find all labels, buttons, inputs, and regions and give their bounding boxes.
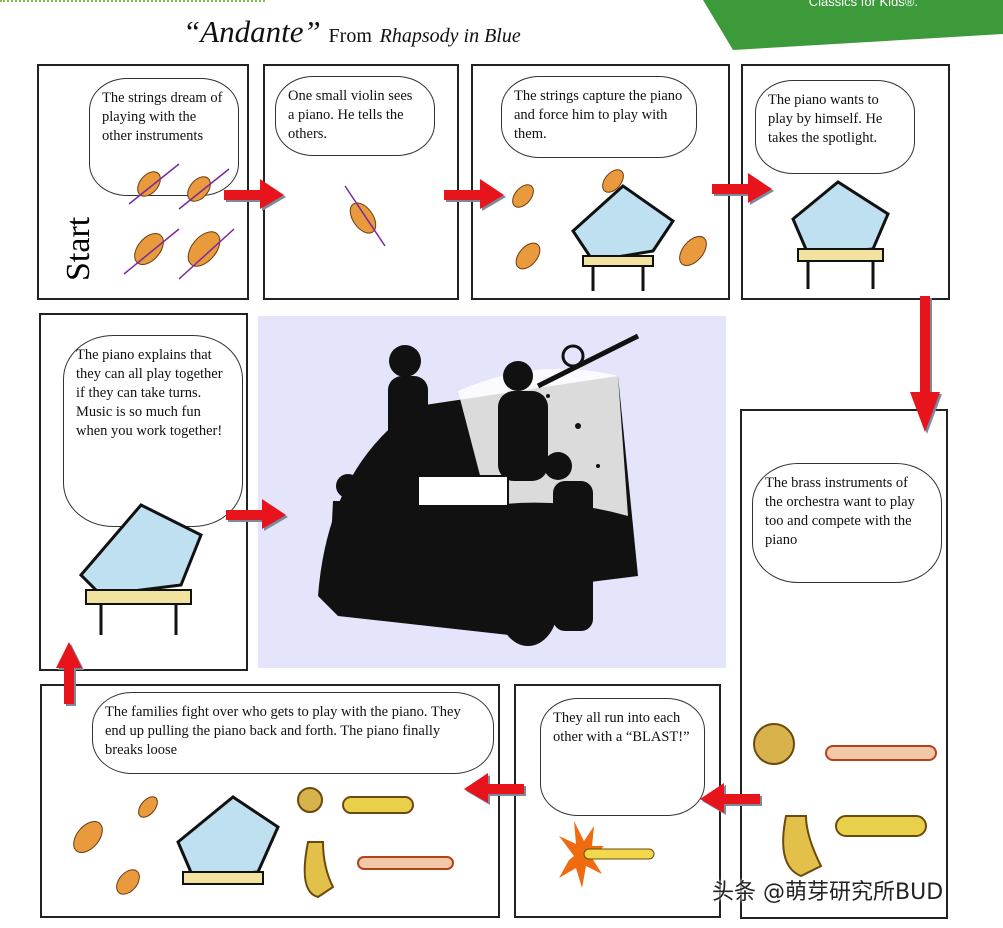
top-dotted-line (0, 0, 265, 5)
title-work: Rhapsody in Blue (379, 25, 521, 47)
blast-trumpet-icon (559, 821, 655, 888)
speech-bubble-3: The strings capture the piano and force … (501, 76, 697, 158)
arrow-right-4 (226, 499, 288, 531)
panel-1: Start The strings dream of playing with … (37, 64, 249, 300)
speech-bubble-4: The piano wants to play by himself. He t… (755, 80, 915, 174)
speech-bubble-1: The strings dream of playing with the ot… (89, 78, 239, 196)
speech-bubble-6: The brass instruments of the orchestra w… (752, 463, 942, 583)
page-title: “Andante” From Rhapsody in Blue (183, 14, 521, 50)
arrow-right-2 (444, 179, 506, 211)
panel-3-text: The strings capture the piano and force … (514, 88, 683, 142)
arrow-left-2 (464, 773, 526, 805)
small-violin-icon (344, 185, 386, 247)
panel-2-text: One small violin sees a piano. He tells … (288, 88, 413, 142)
arrow-right-3 (712, 173, 774, 205)
panel-5-text: The piano explains that they can all pla… (76, 347, 223, 439)
arrow-left-1 (700, 783, 762, 815)
panel-5: The piano explains that they can all pla… (39, 313, 248, 671)
violins-icon (123, 163, 235, 280)
panel-8: The families fight over who gets to play… (40, 684, 500, 918)
panel-1-text: The strings dream of playing with the ot… (102, 90, 223, 144)
speech-bubble-5: The piano explains that they can all pla… (63, 335, 243, 527)
panel-8-text: The families fight over who gets to play… (105, 704, 461, 758)
arrow-down (910, 296, 942, 434)
strings-with-piano-icon (512, 169, 707, 291)
panel-4: The piano wants to play by himself. He t… (741, 64, 950, 300)
arrow-right-1 (224, 179, 286, 211)
title-quote: “Andante” (183, 14, 321, 49)
piano-explaining-icon (78, 503, 203, 635)
piano-icon (791, 180, 890, 289)
brass-instruments-icon (753, 723, 937, 878)
panel-6: The brass instruments of the orchestra w… (740, 409, 948, 919)
tug-of-war-icon (73, 787, 454, 899)
banner-text: Classics for Kids®. (808, 0, 918, 9)
jazz-silhouette-icon (318, 333, 640, 646)
panel-7-text: They all run into each other with a “BLA… (553, 710, 690, 745)
panel-7: They all run into each other with a “BLA… (514, 684, 721, 918)
arrow-up (56, 642, 84, 706)
jazz-band-illustration (258, 316, 726, 668)
speech-bubble-7: They all run into each other with a “BLA… (540, 698, 705, 816)
panel-2: One small violin sees a piano. He tells … (263, 64, 459, 300)
watermark: 头条 @萌芽研究所BUD (712, 880, 944, 905)
speech-bubble-2: One small violin sees a piano. He tells … (275, 76, 435, 156)
header-banner (703, 0, 1003, 50)
panel-3: The strings capture the piano and force … (471, 64, 730, 300)
speech-bubble-8: The families fight over who gets to play… (92, 692, 494, 774)
panel-4-text: The piano wants to play by himself. He t… (768, 92, 883, 146)
panel-6-text: The brass instruments of the orchestra w… (765, 475, 915, 548)
title-from: From (328, 25, 372, 47)
